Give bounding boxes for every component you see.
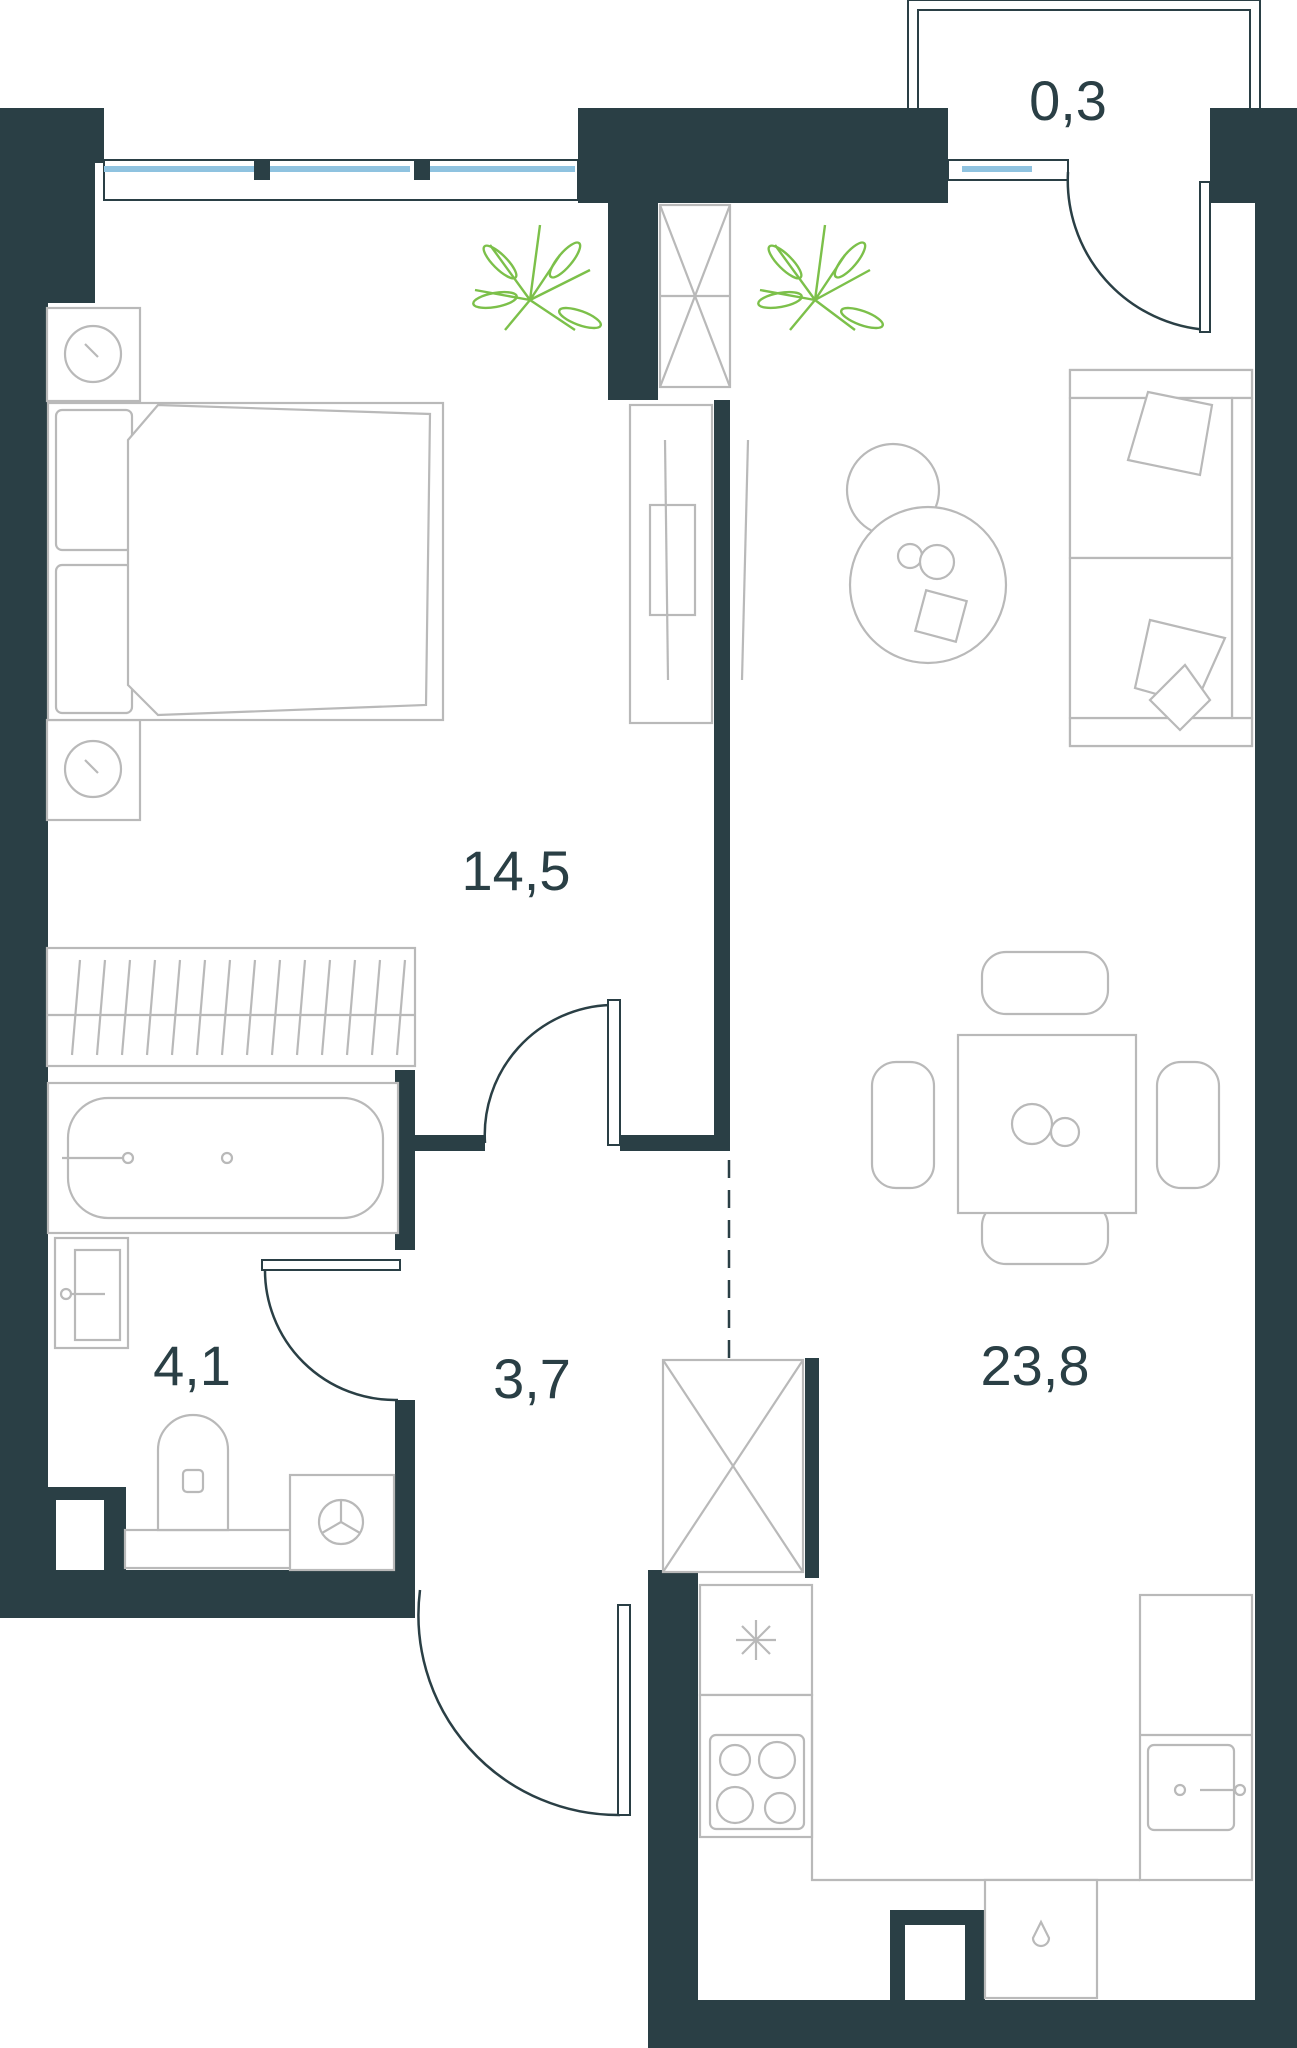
counter — [1138, 1593, 1254, 1882]
blanket — [126, 403, 432, 717]
room-area-balcony: 0,3 — [1029, 69, 1107, 132]
sink — [1146, 1743, 1236, 1832]
pillow — [54, 563, 134, 715]
chair — [980, 950, 1110, 1016]
chair — [870, 1060, 936, 1190]
balcony — [907, 0, 1261, 108]
snowflake-icon — [736, 1620, 776, 1660]
wardrobe — [45, 946, 417, 1068]
plant-icon — [757, 224, 885, 331]
living-furniture — [845, 368, 1254, 1266]
toilet-tank — [123, 1528, 302, 1570]
ventilation-shaft — [658, 203, 732, 389]
chair — [1155, 1060, 1221, 1190]
tv-icon — [648, 503, 697, 617]
room-area-bedroom: 14,5 — [462, 839, 571, 902]
cushion — [1126, 390, 1214, 477]
doors — [261, 171, 1211, 1817]
cushion — [1148, 663, 1212, 732]
area-labels: 14,5 23,8 4,1 3,7 0,3 — [153, 69, 1107, 1410]
drop-icon — [1031, 1919, 1051, 1948]
ventilation-shaft-lower — [661, 1358, 805, 1574]
room-area-bathroom: 4,1 — [153, 1334, 231, 1397]
lamp-icon — [63, 324, 123, 384]
walls — [0, 108, 1297, 2048]
kitchen-fixtures — [698, 1583, 1254, 2000]
pillow — [54, 408, 134, 552]
bathroom-fixtures — [46, 1081, 400, 1572]
bedroom-furniture — [45, 224, 885, 1068]
room-area-hallway: 3,7 — [493, 1347, 571, 1410]
windows — [103, 159, 1069, 201]
room-area-living: 23,8 — [981, 1334, 1090, 1397]
plant-icon — [472, 224, 603, 331]
coffee-table — [848, 505, 1008, 665]
